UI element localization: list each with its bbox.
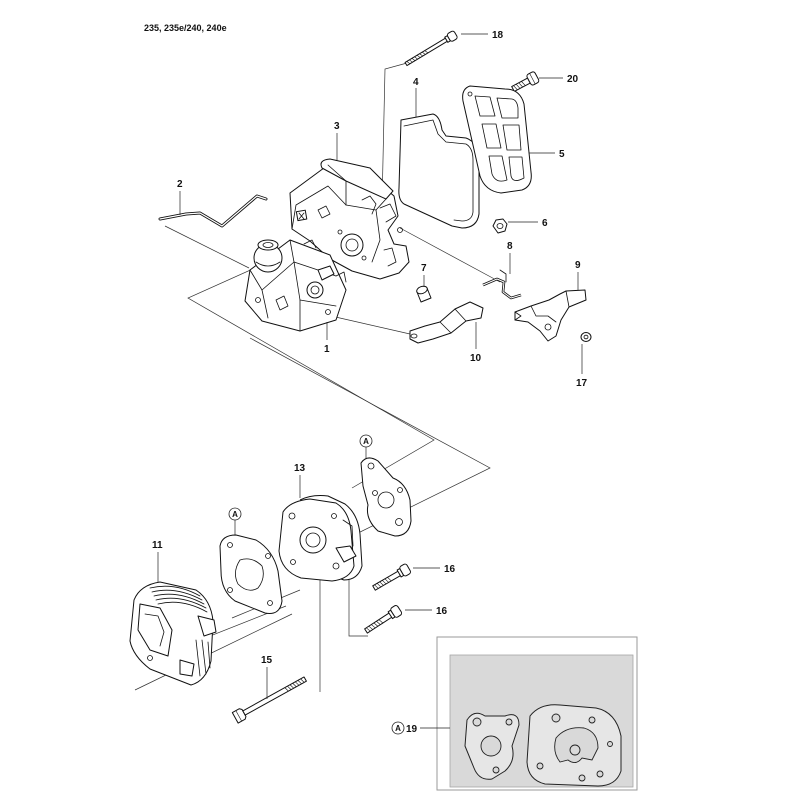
callout-1: 1 xyxy=(324,344,330,355)
callout-15: 15 xyxy=(261,655,273,666)
callout-4: 4 xyxy=(413,77,419,88)
callout-5: 5 xyxy=(559,149,565,160)
callout-9: 9 xyxy=(575,260,581,271)
part-17-washer xyxy=(580,332,592,342)
ref-circle-a-kit: A xyxy=(391,721,405,735)
part-11-cylinder xyxy=(129,581,217,686)
gasket-lower xyxy=(219,534,283,614)
svg-text:A: A xyxy=(232,510,238,519)
part-15-long-bolt xyxy=(231,676,307,724)
gasket-upper xyxy=(360,457,412,537)
part-16-bolt-upper xyxy=(372,563,411,591)
part-2-rod xyxy=(158,194,268,228)
part-4-filter-plate xyxy=(398,113,480,229)
callout-16-lower: 16 xyxy=(436,606,448,617)
callout-2: 2 xyxy=(177,179,183,190)
part-7-sleeve xyxy=(416,285,432,303)
kit-gasket-large xyxy=(526,704,622,787)
part-3-housing xyxy=(289,158,410,280)
callout-19: 19 xyxy=(406,724,418,735)
svg-text:A: A xyxy=(395,724,401,733)
gasket-kit-box xyxy=(436,636,638,791)
model-label: 235, 235e/240, 240e xyxy=(144,23,227,33)
part-18-bolt xyxy=(404,30,458,67)
callout-18: 18 xyxy=(492,30,504,41)
callout-3: 3 xyxy=(334,121,340,132)
ref-circle-a-upper: A xyxy=(359,434,373,448)
part-1-carburettor xyxy=(244,239,347,332)
callout-16-upper: 16 xyxy=(444,564,456,575)
part-8-link xyxy=(482,269,522,300)
callout-10: 10 xyxy=(470,353,482,364)
callout-17: 17 xyxy=(576,378,588,389)
part-16-bolt-lower xyxy=(364,605,403,634)
callout-11: 11 xyxy=(152,540,163,551)
svg-text:A: A xyxy=(363,437,369,446)
callout-8: 8 xyxy=(507,241,513,252)
callout-20: 20 xyxy=(567,74,579,85)
part-20-screw xyxy=(511,71,540,92)
part-5-frame-gasket xyxy=(462,85,532,194)
callout-13: 13 xyxy=(294,463,306,474)
part-13-intake-block xyxy=(278,495,363,582)
part-6-nut xyxy=(492,218,508,234)
part-9-trigger xyxy=(514,289,587,342)
part-10-bracket xyxy=(409,301,484,344)
callout-6: 6 xyxy=(542,218,548,229)
ref-circle-a-lower: A xyxy=(228,507,242,521)
kit-gasket-small xyxy=(464,712,520,780)
callout-7: 7 xyxy=(421,263,427,274)
